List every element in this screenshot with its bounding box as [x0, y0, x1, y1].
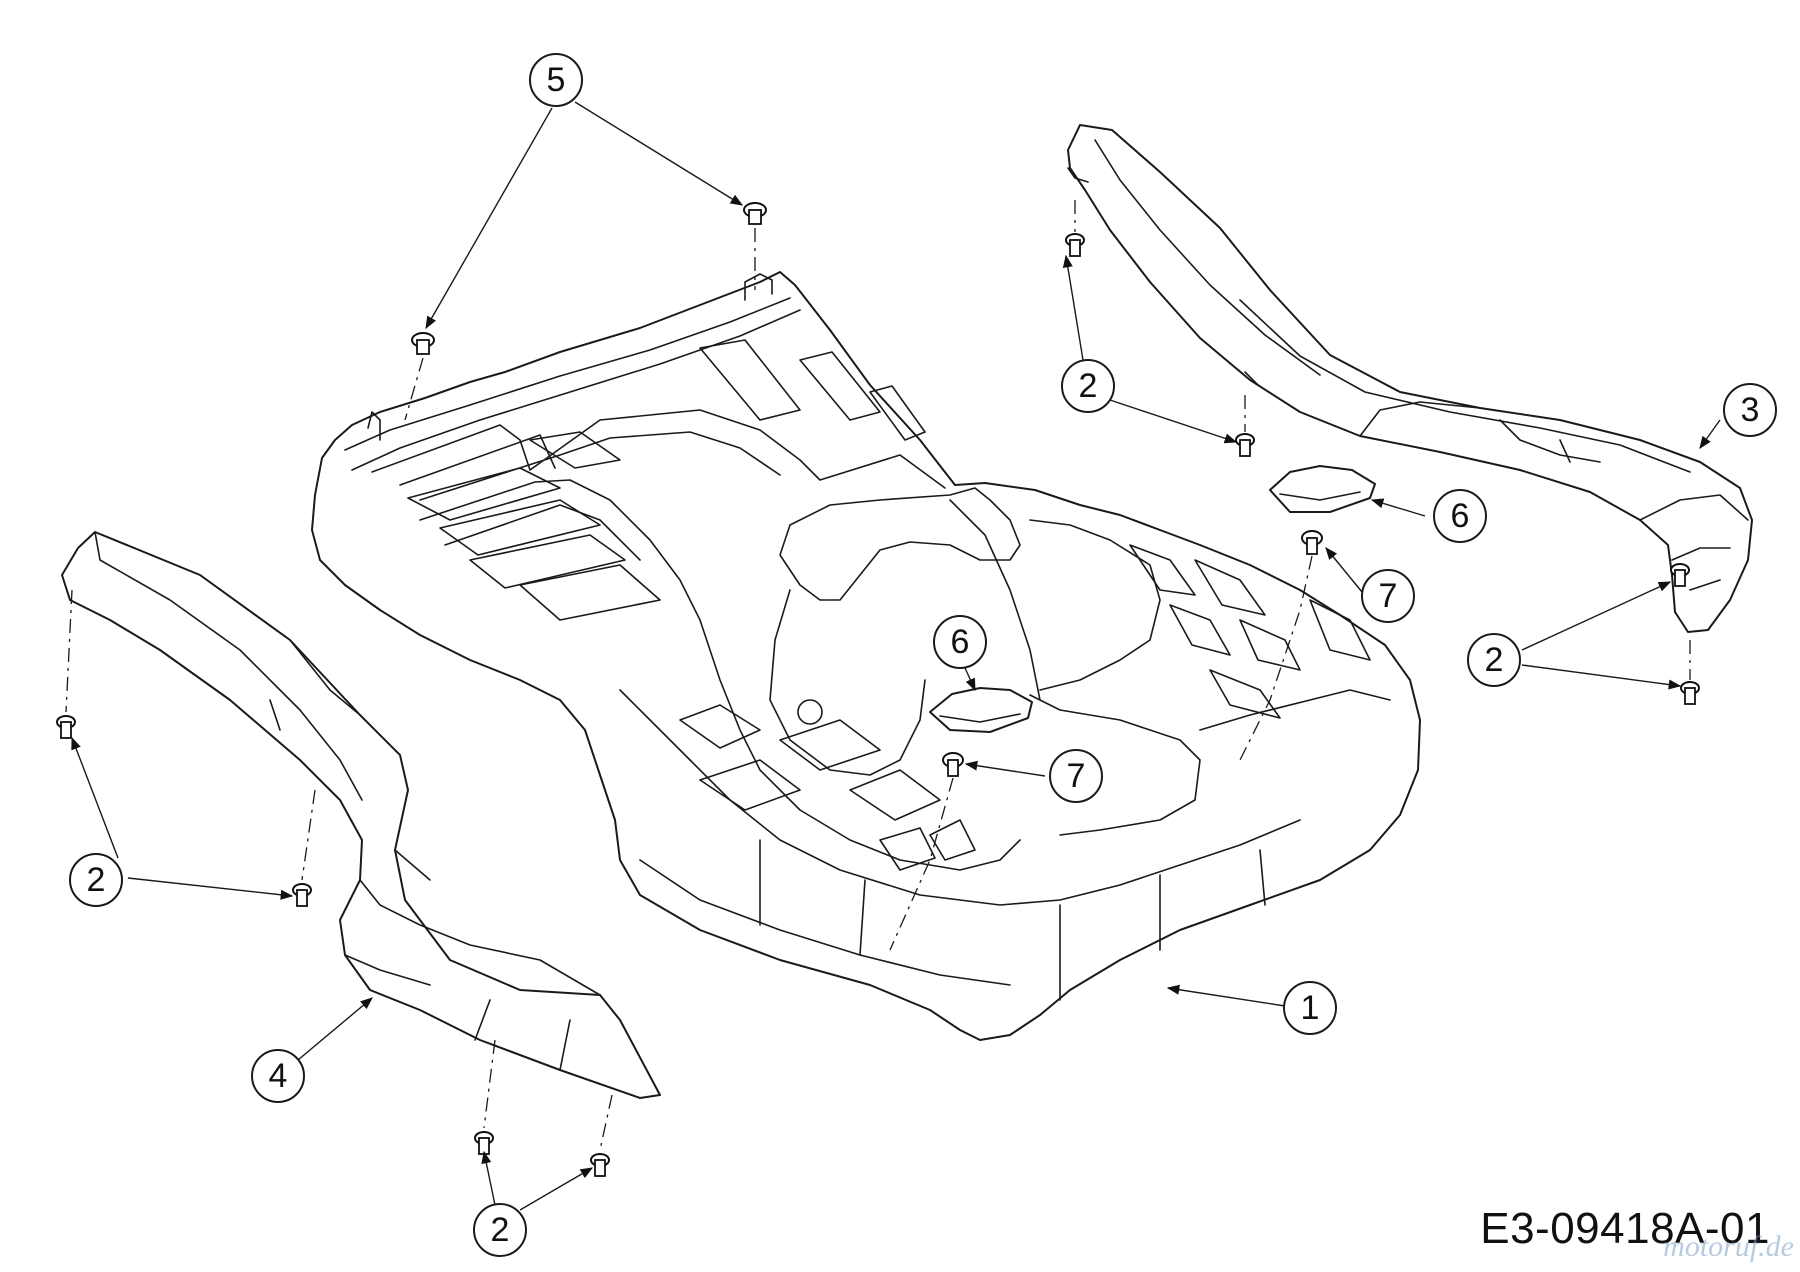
screws: [56, 200, 1700, 1177]
svg-text:2: 2: [1485, 641, 1504, 679]
screw-5b: [411, 332, 435, 355]
callout-6-right: 6: [1433, 489, 1487, 543]
callout-2-top: 2: [1061, 359, 1115, 413]
watermark-logo: motoruf.de: [1663, 1230, 1794, 1263]
callout-7-right: 7: [1361, 569, 1415, 623]
callout-5: 5: [529, 53, 583, 107]
svg-text:6: 6: [951, 623, 970, 661]
svg-text:2: 2: [491, 1211, 510, 1249]
main-body-part: [311, 271, 1421, 1041]
right-trim-strip-part: [1067, 124, 1753, 633]
diagram-code-label: E3-09418A-01: [1480, 1204, 1770, 1253]
callout-1: 1: [1283, 981, 1337, 1035]
callout-6-center: 6: [933, 615, 987, 669]
callout-2-right: 2: [1467, 633, 1521, 687]
callout-7-center: 7: [1049, 749, 1103, 803]
svg-text:4: 4: [269, 1057, 288, 1095]
cap-part-upper: [1269, 465, 1376, 513]
callout-4: 4: [251, 1049, 305, 1103]
svg-text:2: 2: [1079, 367, 1098, 405]
svg-text:7: 7: [1379, 577, 1398, 615]
svg-text:1: 1: [1301, 989, 1320, 1027]
svg-text:3: 3: [1741, 391, 1760, 429]
svg-text:6: 6: [1451, 497, 1470, 535]
callout-2-bottom: 2: [473, 1203, 527, 1257]
screw-5a: [743, 202, 767, 225]
callout-3: 3: [1723, 383, 1777, 437]
svg-text:2: 2: [87, 861, 106, 899]
svg-text:7: 7: [1067, 757, 1086, 795]
callout-2-left: 2: [69, 853, 123, 907]
cap-part-lower: [929, 687, 1033, 733]
svg-text:5: 5: [547, 61, 566, 99]
leader-lines: [71, 101, 1721, 1211]
left-trim-strip-part: [61, 531, 661, 1099]
